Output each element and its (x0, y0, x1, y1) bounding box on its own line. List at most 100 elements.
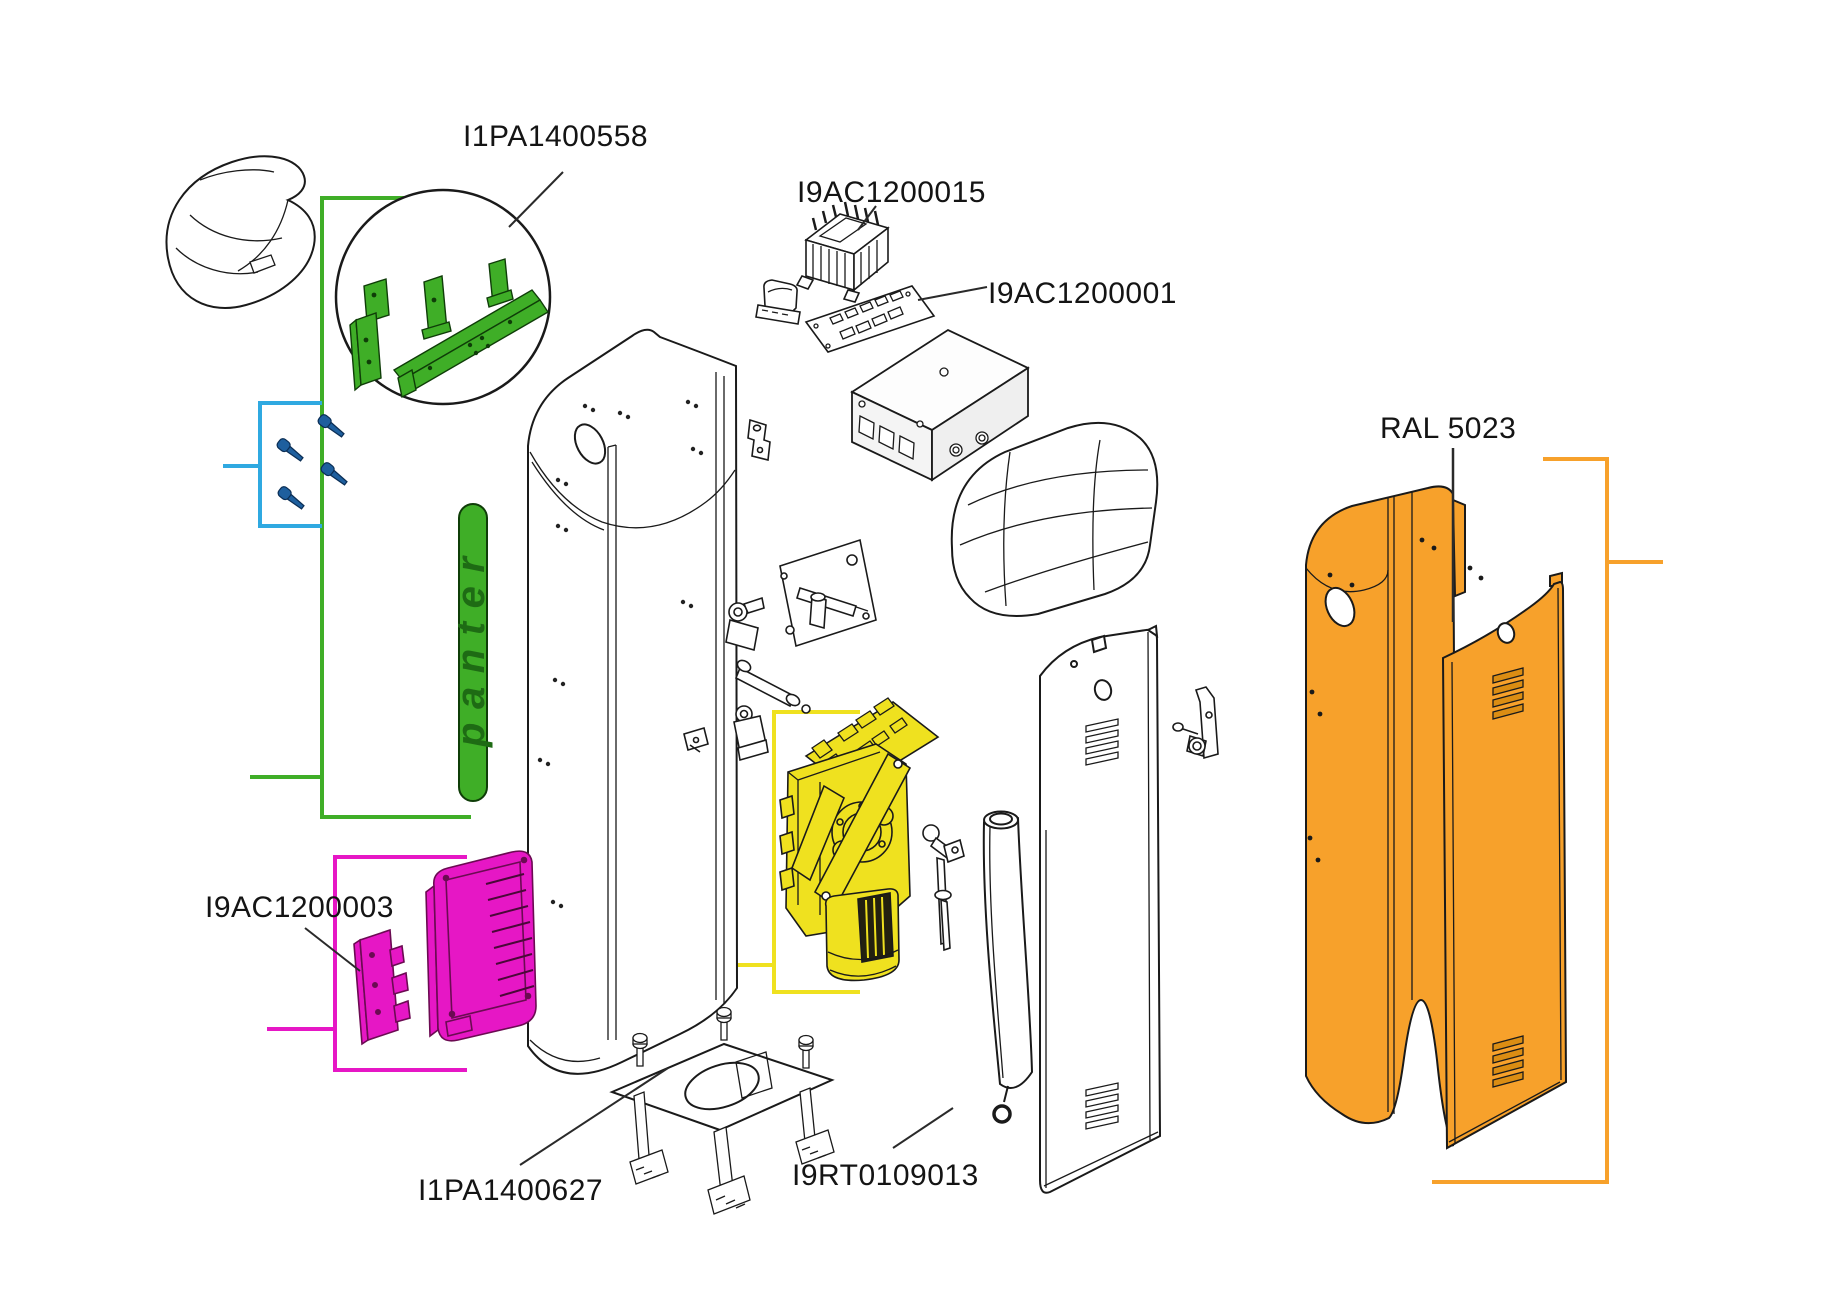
dome-cover-ribs (959, 439, 1153, 607)
control-box-connectors (858, 367, 989, 461)
enclosure-vent-upper (1492, 667, 1524, 720)
leader-lines (304, 171, 1455, 1166)
leader-damper (892, 1107, 954, 1149)
screw (277, 486, 305, 510)
gearbox-tab (779, 866, 795, 892)
enclosure-oval-hole (1324, 586, 1356, 628)
logo-strip: panter (449, 503, 493, 802)
dome-cover (950, 421, 1159, 617)
cap-cover (165, 155, 316, 309)
gearbox-tab (779, 830, 795, 856)
leader-bracket-kit (508, 171, 564, 228)
label-receiver: I9AC1200003 (205, 891, 394, 924)
screw-set (276, 414, 348, 510)
pcb-components (813, 290, 911, 349)
enclosure-door-hole (1496, 622, 1516, 644)
door-vent-lower (1085, 1082, 1119, 1130)
base-plate-part (609, 1006, 835, 1215)
control-box-part (850, 328, 1030, 482)
cabinet-oval-hole (573, 423, 607, 465)
label-base-plate: I1PA1400627 (418, 1174, 603, 1207)
small-bracket-lower (355, 312, 382, 386)
damper-part (982, 810, 1034, 1124)
enclosure-door (1441, 580, 1568, 1150)
anchor-bolt (632, 1032, 648, 1067)
pulley-bracket (725, 596, 765, 652)
cabinet-column-details (529, 372, 736, 1062)
leader-base-plate (519, 1067, 669, 1166)
door-top-notch (1146, 624, 1159, 639)
small-hardware (683, 418, 877, 762)
enclosure-folds (1305, 492, 1413, 1114)
door-top-tab (1090, 634, 1108, 654)
rail-foot (397, 368, 417, 399)
door-screw (1070, 660, 1078, 668)
base-plate-oval (684, 1061, 760, 1111)
label-bracket-kit: I1PA1400558 (463, 120, 648, 153)
tie-rod (734, 659, 811, 714)
receiver-cover (425, 850, 537, 1042)
orange-enclosure (1305, 485, 1568, 1150)
detail-magnifier (334, 188, 552, 406)
orange-group-bracket (1432, 457, 1663, 1184)
group-brackets (223, 196, 1663, 1184)
anchor-bolt (716, 1006, 732, 1041)
screw (276, 438, 304, 462)
door-hole (1093, 679, 1113, 701)
enclosure-flange (1451, 498, 1466, 598)
part-labels: I1PA1400558 I9AC1200015 I9AC1200001 RAL … (205, 120, 1516, 1207)
label-enclosure-color: RAL 5023 (1380, 412, 1516, 445)
door-latch (1172, 686, 1219, 760)
leader-control-board (917, 286, 988, 301)
door-vent-upper (1085, 718, 1119, 766)
receiver-vents (485, 873, 535, 997)
rail-tab-right-foot (486, 289, 514, 308)
door-panel-folds (1043, 631, 1159, 1188)
receiver-parts (353, 850, 537, 1046)
transformer-foot (795, 275, 815, 290)
clamp-upper (747, 418, 771, 461)
label-damper: I9RT0109013 (792, 1159, 979, 1192)
transformer-fins (812, 240, 878, 288)
balance-rod (922, 824, 965, 952)
label-control-board: I9AC1200001 (988, 277, 1177, 310)
transformer-side (853, 226, 889, 292)
gearmotor-assembly (779, 697, 940, 982)
enclosure-body (1305, 485, 1458, 1147)
control-board-part (804, 285, 936, 353)
magenta-group-bracket (267, 855, 467, 1072)
enclosure-door-folds (1448, 587, 1562, 1145)
green-group-bracket (250, 196, 471, 819)
screw (320, 462, 348, 486)
clamp-lower (683, 705, 769, 762)
label-transformer: I9AC1200015 (797, 176, 986, 209)
release-lever-short (791, 784, 846, 882)
motor-cylinder (824, 888, 900, 982)
small-bracket-upper (363, 278, 390, 323)
gearbox-tab (779, 794, 795, 820)
lever-hole (893, 759, 903, 769)
base-plate-legs (629, 1087, 835, 1215)
enclosure-dots (1307, 537, 1484, 863)
logo-strip-body (458, 503, 488, 802)
leader-transformer (857, 205, 877, 231)
enclosure-vent-lower (1492, 1035, 1524, 1088)
cabinet-screw-dots (537, 399, 704, 909)
relay-part (755, 279, 801, 325)
door-panel-white (1039, 624, 1162, 1194)
screw (317, 414, 345, 438)
transformer-pins (811, 201, 880, 231)
transformer-foot (842, 289, 861, 303)
rail-holes (363, 292, 513, 371)
terminal-strip (353, 928, 411, 1046)
leader-receiver (304, 927, 361, 972)
cap-tab (249, 254, 276, 274)
mount-plate-lever (779, 538, 877, 648)
transformer-part (795, 201, 890, 303)
rail-tab-mid-foot (421, 321, 452, 340)
blue-group-bracket (223, 401, 322, 528)
anchor-bolt (798, 1034, 814, 1069)
bracket-kit-parts (349, 258, 549, 399)
